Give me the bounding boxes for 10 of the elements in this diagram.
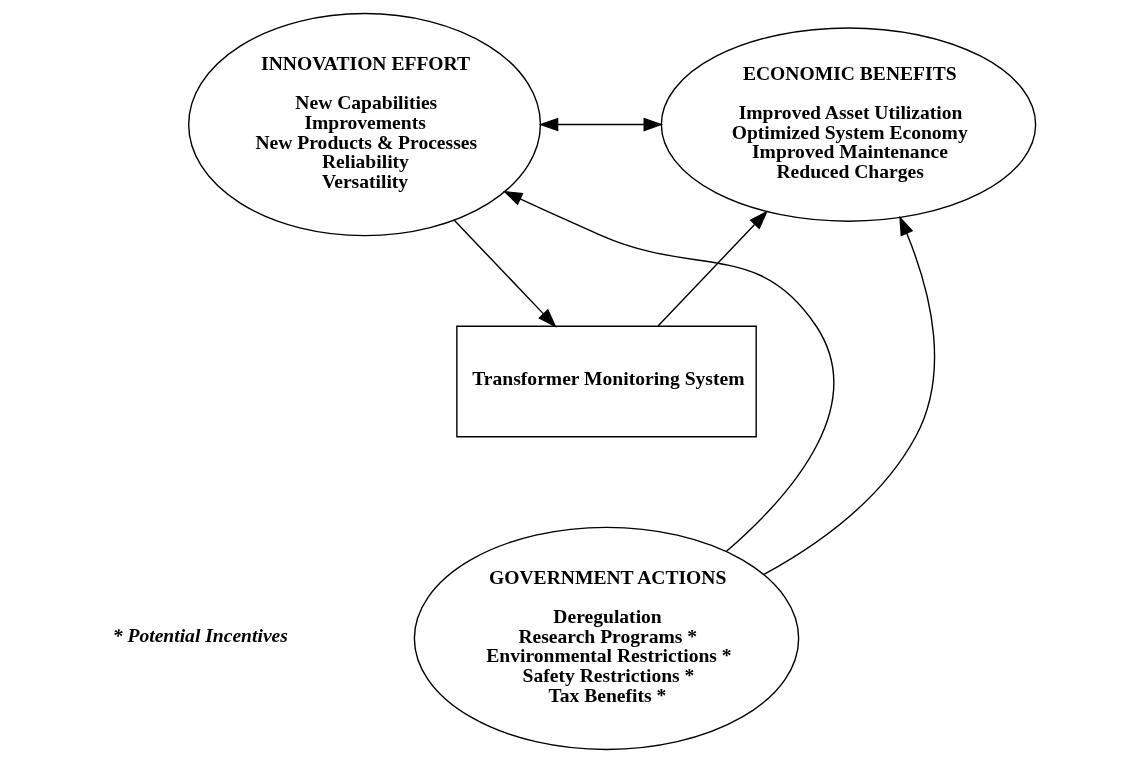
node-ellipse: ECONOMIC BENEFITS Improved Asset Utilization Optimized System Economy Improved Maintenance Reduced Charges [660, 27, 1037, 222]
node-ellipse: INNOVATION EFFORT New Capabilities Improvements New Products & Processes Reliability Versatility [188, 12, 542, 237]
node-ellipse: GOVERNMENT ACTIONS Deregulation Research Programs * Environmental Restrictions * Safety Restrictions * Tax Benefits * [413, 526, 800, 751]
arrow [538, 117, 664, 132]
arrow [502, 190, 835, 553]
arrow [762, 215, 936, 576]
node-box: Transformer Monitoring System [456, 325, 757, 438]
label: * Potential Incentives [112, 625, 288, 647]
arrow [657, 210, 769, 327]
arrow [453, 219, 557, 328]
